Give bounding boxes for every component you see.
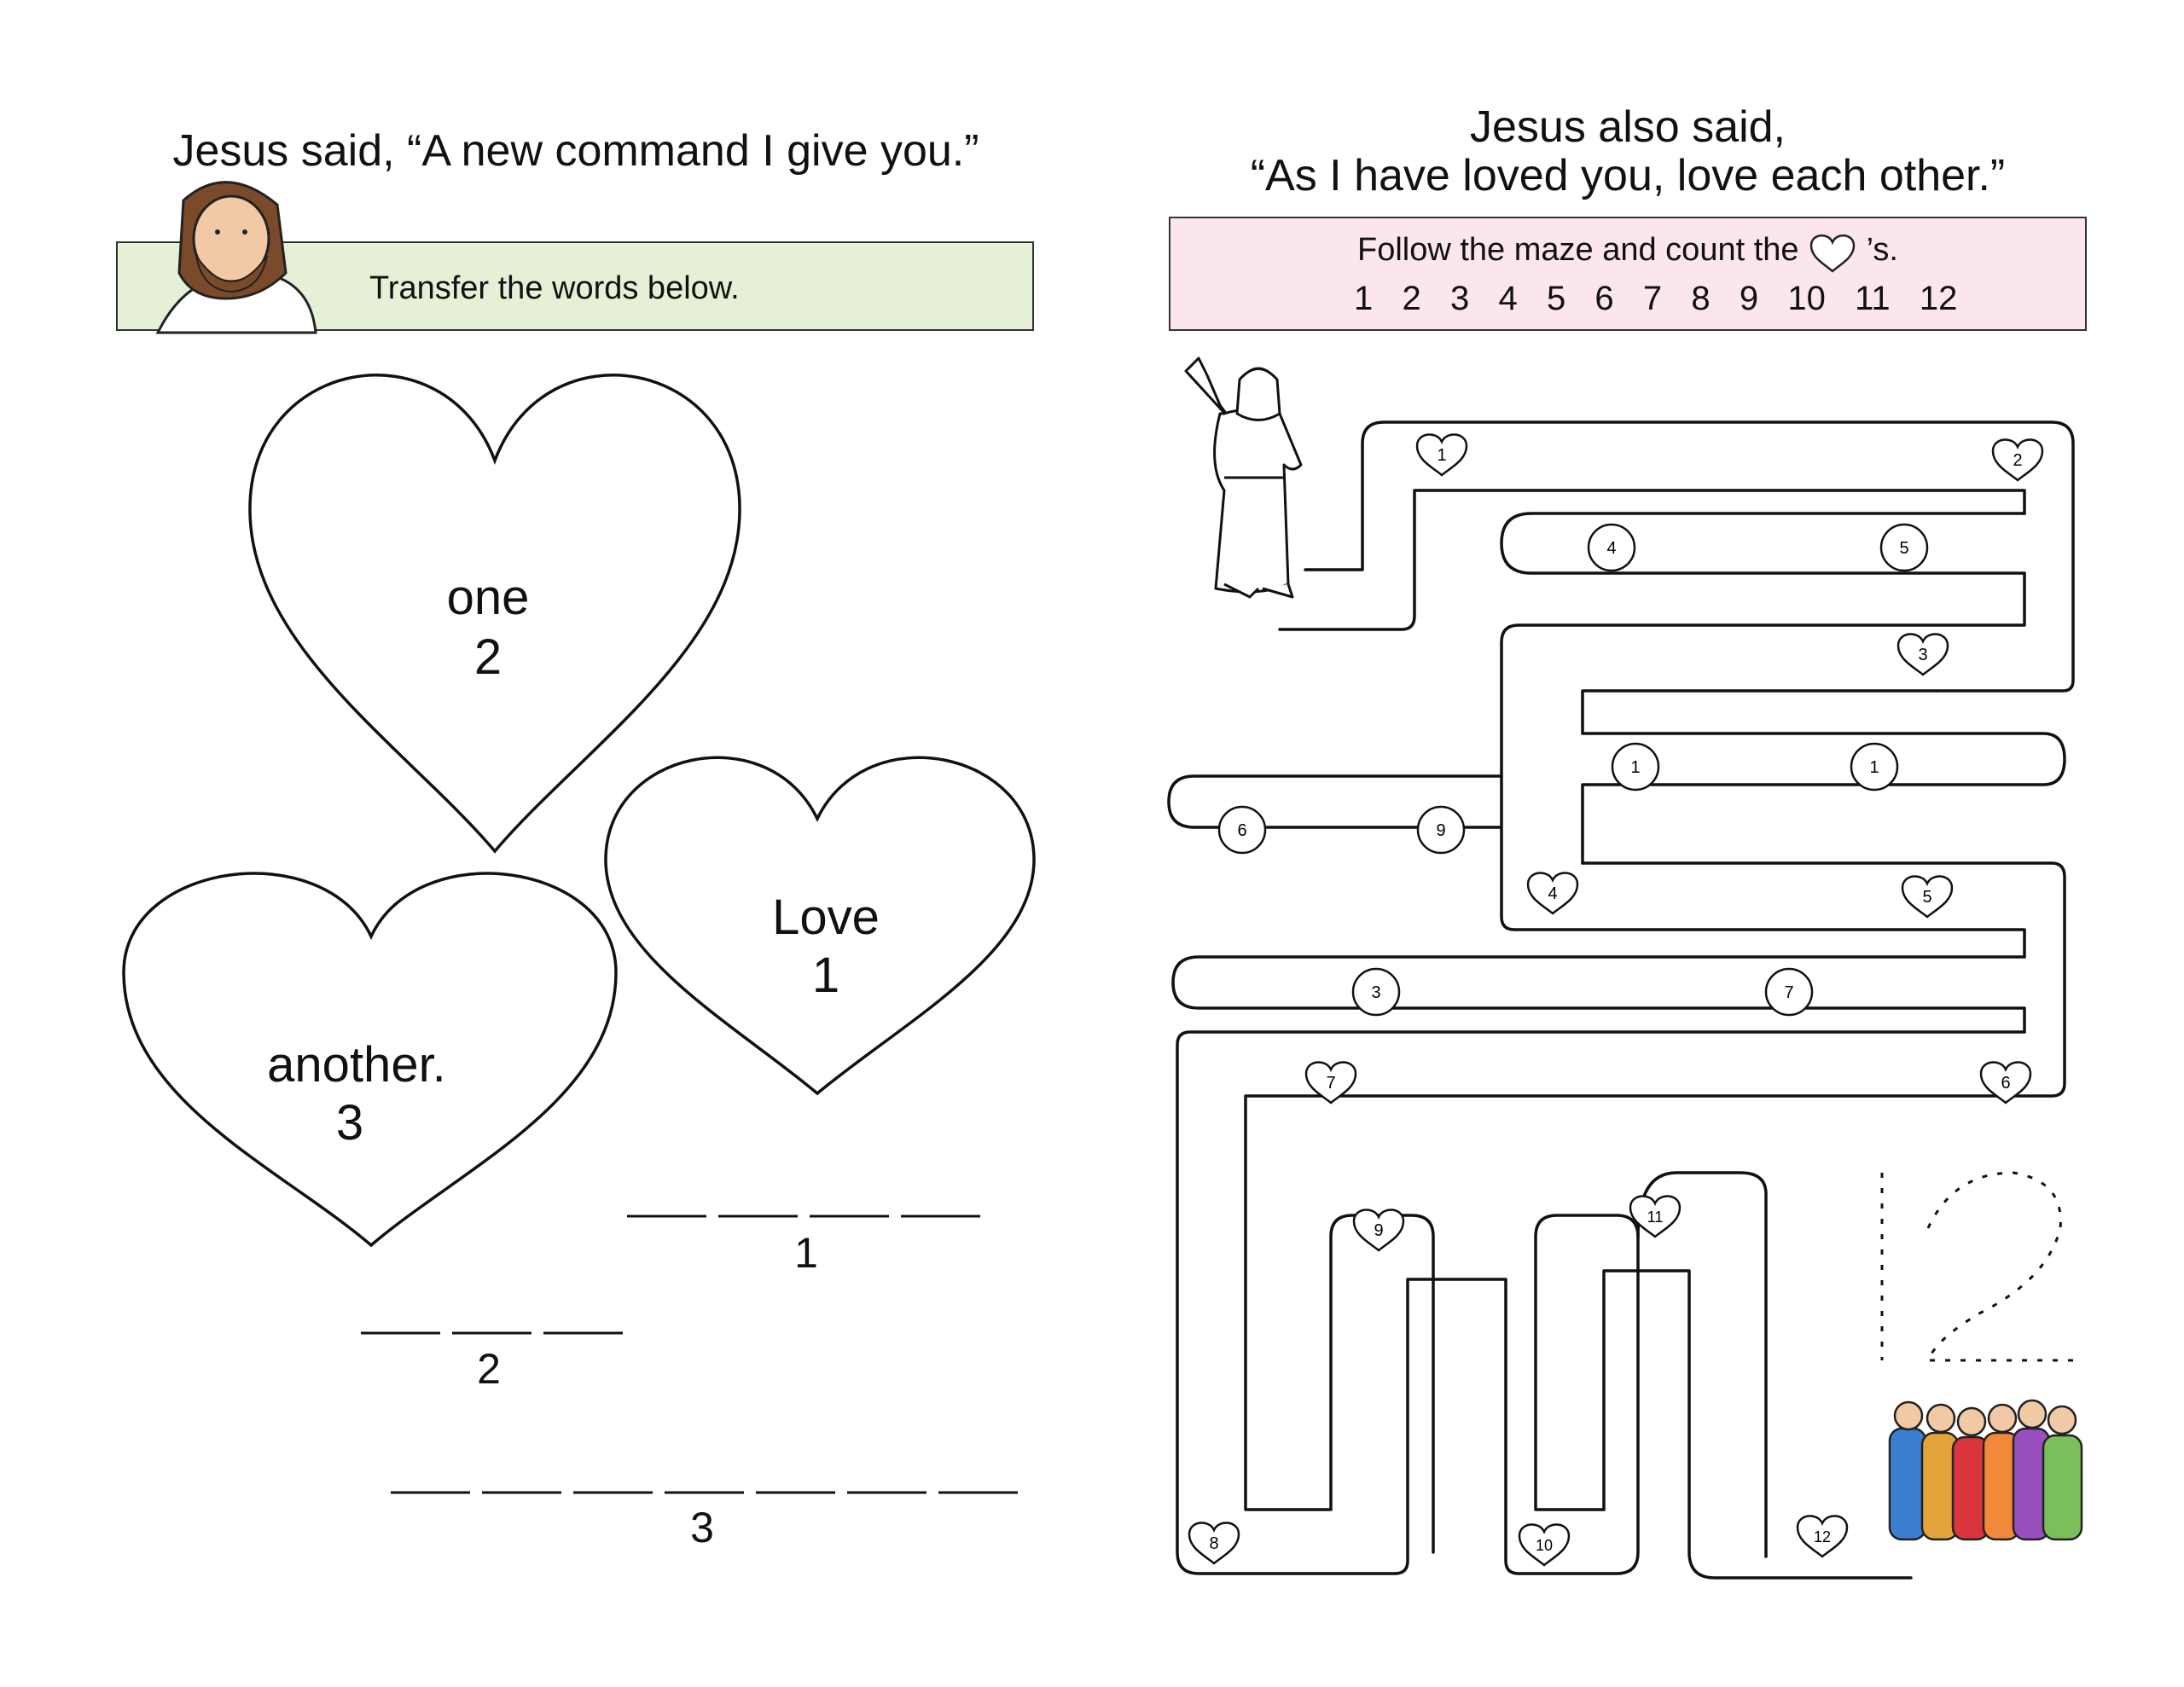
maze-circle-4: 4 (1587, 523, 1636, 572)
blank-label-3: 3 (690, 1504, 714, 1551)
right-title-line2: “As I have loved you, love each other.” (1250, 151, 2006, 200)
jesus-figure-icon (1184, 357, 1303, 599)
maze[interactable] (1160, 341, 2099, 1603)
heart-love-number: 1 (811, 948, 840, 1003)
maze-circle-1a: 1 (1611, 742, 1660, 791)
svg-text:1: 1 (1437, 446, 1446, 465)
choice-2[interactable]: 2 (1402, 280, 1421, 317)
choice-8[interactable]: 8 (1691, 280, 1711, 317)
choice-12[interactable]: 12 (1919, 280, 1958, 317)
svg-text:7: 7 (1784, 983, 1793, 1002)
maze-heart-1: 1 (1415, 433, 1468, 477)
jesus-portrait-icon (155, 181, 317, 334)
choice-1[interactable]: 1 (1354, 280, 1374, 317)
instruction-box-right: Follow the maze and count the ’s. 1 2 3 … (1169, 217, 2087, 331)
maze-heart-6: 6 (1979, 1061, 2032, 1104)
maze-heart-11: 11 (1629, 1195, 1682, 1238)
heart-love (604, 756, 1036, 1096)
svg-text:12: 12 (1814, 1528, 1831, 1545)
choice-7[interactable]: 7 (1642, 280, 1663, 317)
hearts-graphic (122, 374, 1036, 1248)
maze-circle-9: 9 (1416, 805, 1466, 855)
right-title-line1: Jesus also said, (1470, 102, 1786, 152)
choice-9[interactable]: 9 (1739, 280, 1759, 317)
svg-text:4: 4 (1606, 539, 1616, 558)
instruction-text-right: Follow the maze and count the (1357, 232, 1799, 269)
maze-circle-3: 3 (1351, 967, 1401, 1017)
svg-text:7: 7 (1326, 1074, 1335, 1093)
heart-another-word: another. (267, 1037, 446, 1093)
maze-heart-3: 3 (1896, 633, 1949, 676)
choice-3[interactable]: 3 (1449, 280, 1470, 317)
maze-circle-7: 7 (1764, 967, 1814, 1017)
blank-label-2: 2 (477, 1345, 501, 1393)
choice-6[interactable]: 6 (1594, 280, 1614, 317)
svg-text:4: 4 (1548, 884, 1557, 903)
maze-heart-7: 7 (1304, 1061, 1357, 1104)
choice-11[interactable]: 11 (1855, 280, 1891, 317)
svg-text:5: 5 (1922, 888, 1931, 907)
instruction-row: Follow the maze and count the ’s. (1170, 230, 2085, 273)
maze-heart-2: 2 (1991, 438, 2044, 482)
svg-text:11: 11 (1647, 1209, 1664, 1226)
blank-label-1: 1 (794, 1229, 818, 1277)
heart-another (122, 872, 618, 1248)
maze-heart-12: 12 (1796, 1515, 1849, 1558)
svg-text:3: 3 (1918, 646, 1927, 664)
svg-text:1: 1 (1869, 758, 1879, 777)
choice-10[interactable]: 10 (1787, 280, 1826, 317)
maze-circle-5: 5 (1879, 523, 1929, 572)
heart-one-word: one (446, 570, 530, 625)
heart-outline-icon (1809, 235, 1856, 273)
maze-heart-5: 5 (1901, 875, 1954, 919)
instruction-text-left: Transfer the words below. (369, 270, 740, 306)
svg-text:10: 10 (1536, 1537, 1553, 1554)
svg-text:1: 1 (1630, 758, 1640, 777)
heart-one-number: 2 (473, 629, 502, 685)
maze-heart-10: 10 (1518, 1523, 1571, 1567)
maze-heart-8: 8 (1188, 1522, 1240, 1565)
heart-another-number: 3 (335, 1095, 364, 1151)
maze-heart-4: 4 (1526, 872, 1579, 915)
maze-circle-6: 6 (1217, 805, 1267, 855)
svg-text:9: 9 (1436, 821, 1445, 840)
svg-text:2: 2 (2013, 451, 2022, 470)
answer-blanks (361, 1215, 1018, 1494)
choice-5[interactable]: 5 (1546, 280, 1566, 317)
svg-text:6: 6 (1237, 821, 1246, 840)
heart-one (248, 374, 741, 854)
instruction-suffix: ’s. (1866, 232, 1898, 269)
choice-4[interactable]: 4 (1498, 280, 1518, 317)
traced-answer-12 (1880, 1171, 2082, 1362)
number-choices: 1 2 3 4 5 6 7 8 9 10 11 12 (1354, 280, 1957, 318)
svg-text:6: 6 (2001, 1074, 2010, 1093)
disciples-group-icon (1888, 1399, 2083, 1541)
svg-text:5: 5 (1899, 539, 1908, 558)
maze-circle-1b: 1 (1850, 742, 1899, 791)
maze-heart-9: 9 (1352, 1209, 1405, 1252)
svg-text:9: 9 (1374, 1221, 1383, 1240)
svg-text:3: 3 (1371, 983, 1380, 1002)
svg-text:8: 8 (1209, 1534, 1218, 1553)
left-title: Jesus said, “A new command I give you.” (172, 126, 979, 176)
heart-love-word: Love (772, 890, 880, 945)
